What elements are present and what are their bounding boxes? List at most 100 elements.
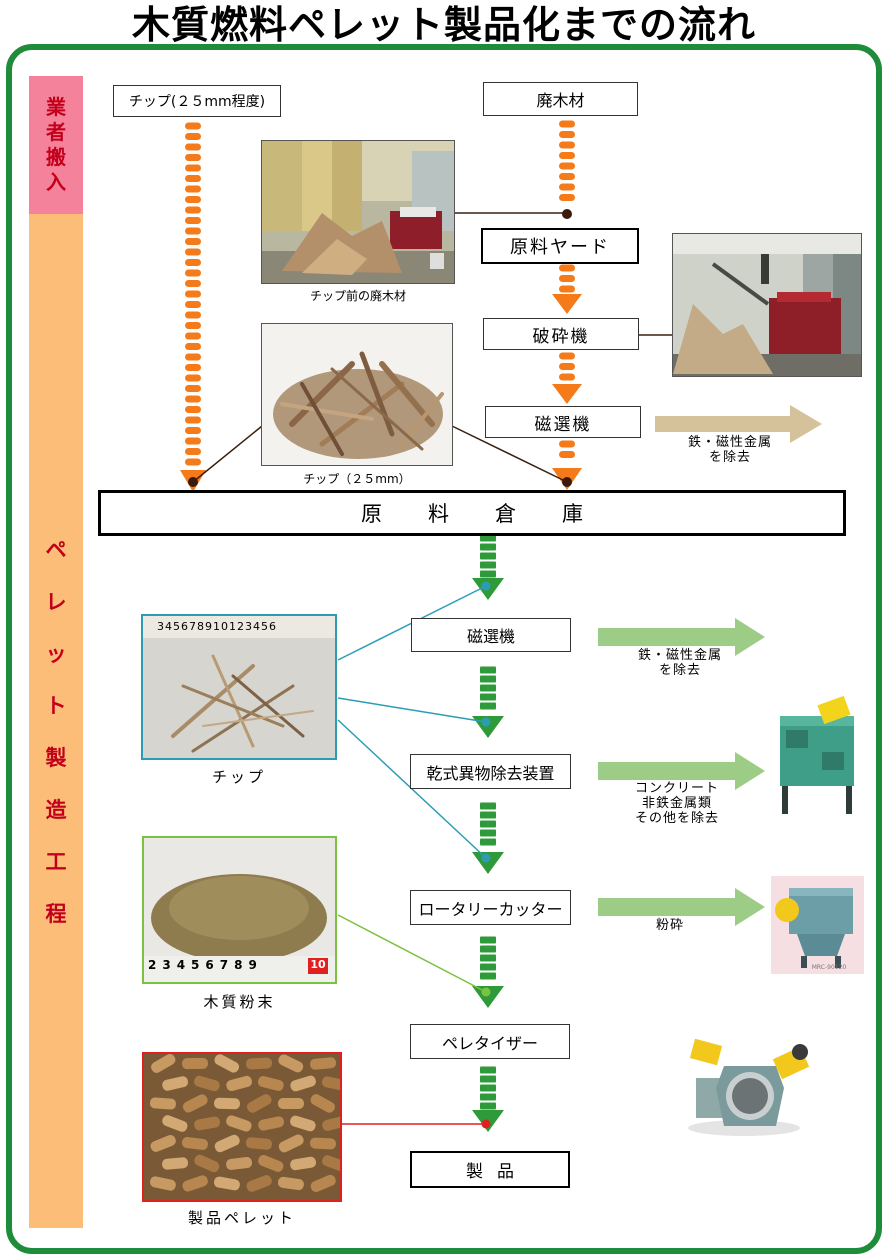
ruler-digits: 345678910123456 — [157, 620, 277, 633]
flow-dash — [480, 666, 496, 674]
note-line: その他を除去 — [634, 811, 719, 826]
connector-dot — [188, 477, 198, 487]
pellet-piece — [322, 1155, 340, 1172]
flow-dash — [185, 248, 201, 256]
pellet-piece — [162, 1115, 188, 1132]
wood-powder-caption: 木質粉末 — [203, 993, 276, 1011]
removal-arrow-tan — [655, 405, 822, 443]
pelletizer-machine-image — [684, 1038, 812, 1140]
side-label-intake: 業 者 搬 入 — [29, 76, 83, 214]
flow-dash — [185, 269, 201, 277]
flow-dash — [559, 373, 575, 381]
flow-dash — [559, 451, 575, 458]
removal-note-2: 鉄・磁性金属 を除去 — [615, 648, 745, 678]
raw-yard-box: 原料ヤード — [481, 228, 639, 264]
pellet-piece — [278, 1134, 304, 1153]
pellet-piece — [310, 1057, 337, 1070]
flow-chip-to-warehouse — [180, 122, 206, 492]
side-char: ト — [45, 694, 67, 718]
flow-dash — [480, 561, 496, 569]
flow-dash — [480, 820, 496, 828]
chip-sample-caption: チップ — [211, 768, 266, 786]
flow-dash — [185, 185, 201, 193]
pellet-piece — [226, 1115, 252, 1132]
removal-arrow-green-1 — [598, 618, 765, 656]
note-line: 非鉄金属類 — [641, 796, 712, 811]
flow-dash — [559, 285, 575, 293]
pellet-piece — [181, 1137, 208, 1150]
removal-arrow-green-3 — [598, 888, 765, 926]
flow-dash — [185, 311, 201, 319]
pellet-piece — [194, 1116, 221, 1131]
pellet-piece — [194, 1075, 220, 1092]
pellet-piece — [226, 1157, 253, 1170]
chip-sample-photo: 345678910123456 — [141, 614, 337, 760]
side-char: 造 — [45, 798, 67, 822]
pellet-piece — [321, 1076, 340, 1091]
pellet-piece — [162, 1076, 189, 1091]
flow-dash — [480, 543, 496, 551]
flow-dash — [480, 972, 496, 980]
pellet-piece — [182, 1175, 208, 1192]
flow-dash — [559, 141, 575, 149]
flow-dash — [185, 280, 201, 287]
flow-dash — [185, 437, 201, 445]
flow-dash — [185, 122, 201, 130]
flow-dry-remover-to-cutter — [472, 802, 504, 874]
flow-dash — [185, 154, 201, 161]
side-char: 搬 — [46, 145, 66, 169]
flow-crusher-to-magnet — [552, 352, 582, 404]
flow-dash — [185, 353, 201, 361]
flow-dash — [185, 448, 201, 455]
flow-dash — [185, 164, 201, 172]
pellet-piece — [245, 1137, 272, 1150]
pellet-piece — [149, 1176, 176, 1191]
flow-dash — [480, 802, 496, 810]
pellet-piece — [214, 1134, 240, 1153]
side-label-manufacturing: ペ レ ッ ト 製 造 工 程 — [29, 214, 83, 1228]
pellet-piece — [310, 1174, 336, 1193]
flow-dash — [185, 133, 201, 140]
flow-dash — [480, 702, 496, 710]
flow-dash — [480, 552, 496, 560]
pellet-piece — [290, 1075, 316, 1092]
flow-dash — [559, 162, 575, 170]
flow-dash — [480, 945, 496, 953]
flow-dash — [185, 385, 201, 392]
flow-dash — [185, 227, 201, 235]
pellet-piece — [246, 1057, 273, 1070]
flow-dash — [185, 427, 201, 434]
flow-dash — [185, 290, 201, 298]
flow-dash — [185, 143, 201, 151]
flow-dash — [185, 322, 201, 329]
side-char: レ — [45, 590, 67, 614]
flow-dash — [185, 175, 201, 182]
pellet-piece — [258, 1116, 285, 1131]
flow-dash — [559, 440, 575, 448]
flow-dash — [185, 374, 201, 382]
pellet-piece — [151, 1054, 176, 1073]
pellet-piece — [258, 1155, 284, 1172]
pellet-piece — [277, 1176, 304, 1191]
pellet-piece — [257, 1076, 284, 1091]
side-char: ッ — [45, 642, 67, 666]
flow-magnet-to-dry-remover — [472, 666, 504, 738]
pellet-piece — [213, 1176, 240, 1191]
side-char: 製 — [45, 746, 67, 770]
flow-dash — [480, 570, 496, 578]
pellet-piece — [290, 1156, 317, 1171]
pellet-piece — [278, 1054, 304, 1073]
flow-dash — [480, 684, 496, 692]
flow-dash — [559, 131, 575, 138]
flow-dash — [559, 173, 575, 180]
flow-waste-to-yard — [559, 120, 575, 201]
flow-yard-to-crusher — [552, 264, 582, 314]
flow-dash — [480, 1093, 496, 1101]
crusher-box: 破砕機 — [483, 318, 639, 350]
removal-note-3: コンクリート 非鉄金属類 その他を除去 — [612, 781, 742, 826]
warehouse-box: 原料倉庫 — [98, 490, 846, 536]
flow-dash — [559, 194, 575, 201]
flow-dash — [480, 1102, 496, 1110]
rotary-cutter-box: ロータリーカッター — [410, 890, 571, 925]
